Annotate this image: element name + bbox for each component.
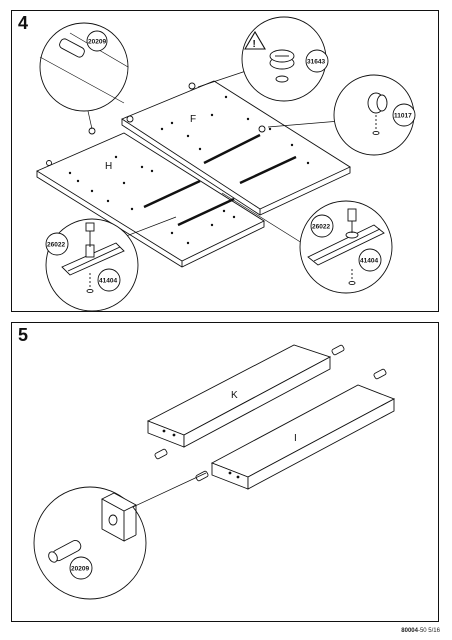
detail-leg-cap: 11017 <box>333 74 416 156</box>
step-number: 4 <box>18 13 29 33</box>
board-i-label: I <box>294 433 297 444</box>
rail-left-part-number: 41404 <box>99 278 117 285</box>
cam-lock-part-number: 31643 <box>307 59 325 66</box>
svg-text:!: ! <box>253 39 256 50</box>
detail-dowel: 20209 <box>39 22 129 112</box>
detail-rail-left: 26022 41404 <box>45 218 139 312</box>
step-4-illustration: F H <box>36 16 416 312</box>
board-f-label: F <box>190 114 196 125</box>
dowel-step5-part-number: 20209 <box>71 566 89 573</box>
screw-right-part-number: 26022 <box>312 224 330 231</box>
board-h-label: H <box>105 161 112 172</box>
leg-cap-part-number: 11017 <box>394 113 412 120</box>
step-number: 5 <box>18 325 29 345</box>
dowel-part-number: 20209 <box>88 39 106 46</box>
step-5-panel: 5 K I <box>11 322 439 622</box>
footer-revision: -50 5/16 <box>417 628 440 634</box>
step-4-panel: 4 F H <box>11 10 439 312</box>
board-k-label: K <box>231 390 238 401</box>
pre-drilled-holes <box>68 95 310 245</box>
board-k: K <box>146 344 332 448</box>
page-footer: 80004-50 5/16 <box>401 628 440 634</box>
detail-cam-lock: ! 31643 <box>241 16 329 102</box>
rail-right-part-number: 41404 <box>360 258 378 265</box>
board-f: F <box>121 80 351 216</box>
drawer-rails <box>143 133 297 227</box>
board-h: H <box>36 132 265 268</box>
screw-left-part-number: 26022 <box>47 242 65 249</box>
cam-locks <box>46 82 266 166</box>
footer-code: 80004 <box>401 628 418 634</box>
step-5-illustration: K I <box>33 344 396 600</box>
board-i: I <box>210 384 396 490</box>
detail-dowel-step5: 20209 <box>33 486 147 600</box>
detail-rail-right: 26022 41404 <box>299 200 393 294</box>
